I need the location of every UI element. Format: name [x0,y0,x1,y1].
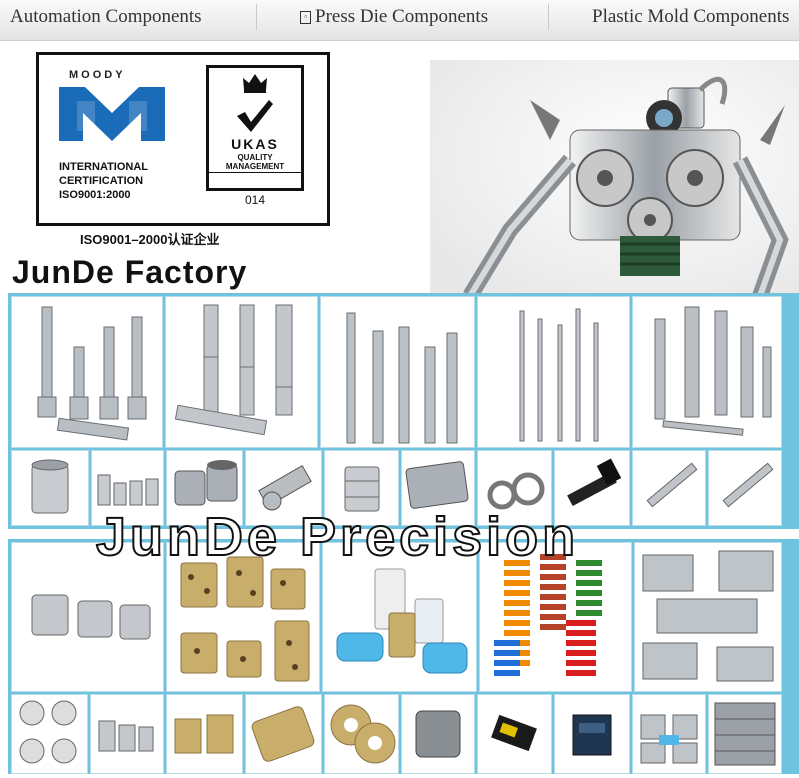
top-nav: Automation Components ▫ Press Die Compone… [0,0,799,41]
pin-image [646,462,698,508]
die-set-image [642,550,774,682]
oilless-bushing-image [180,556,310,682]
nav-plastic-mold-components[interactable]: Plastic Mold Components [592,6,790,27]
ukas-badge: UKAS QUALITY MANAGEMENT [206,65,304,191]
product-bolt[interactable] [554,450,630,526]
sleeve-image [98,720,154,752]
moody-logo [59,87,165,141]
product-bushing[interactable] [11,450,89,526]
brass-sleeve-image [251,706,315,762]
ukas-quality: QUALITY [237,153,273,162]
moody-line: CERTIFICATION [59,175,144,187]
product-wear-plate[interactable] [477,694,552,774]
product-pin-b[interactable] [708,450,782,526]
ukas-number: 014 [244,193,266,207]
mold-base-image [714,702,776,766]
product-rings[interactable] [477,450,552,526]
guide-pillar-image [37,306,147,441]
robot-illustration [430,60,799,296]
punch-image [654,306,772,436]
die-spring-image [494,554,602,676]
ukas-title: UKAS [231,136,279,152]
bushing-image [31,459,69,514]
bush-set-image [97,474,159,506]
ukas-management: MANAGEMENT [225,162,285,171]
nav-press-die-label: Press Die Components [315,6,489,27]
product-die-sets[interactable] [634,542,782,692]
product-date-stamps[interactable] [11,694,88,774]
moody-label: MOODY [69,69,126,81]
product-mold-base-b[interactable] [708,694,782,774]
ball-cage-image [336,568,468,674]
iso-caption: ISO9001–2000认证企业 [80,232,220,247]
roller-cage-image [405,461,469,509]
nav-divider [256,4,257,30]
lifter-unit-image [572,714,612,756]
product-punch-pins[interactable] [477,296,630,448]
mold-base-image [640,714,698,764]
locating-ring-image [174,460,238,506]
brass-bush-image [174,714,234,754]
checkmark-icon [237,100,273,132]
certification-box: MOODY INTERNATIONAL CERTIFICATION ISO900… [36,52,330,226]
guide-post-image [174,304,293,436]
product-lifter-unit[interactable] [554,694,630,774]
slide-unit-image [258,465,312,511]
bolt-image [567,458,622,507]
product-mold-base-a[interactable] [632,694,706,774]
product-ball-cages[interactable] [322,542,477,692]
product-guide-bushings[interactable] [11,542,164,692]
factory-title: JunDe Factory [12,254,248,290]
product-pin-a[interactable] [632,450,706,526]
thrust-washer-image [330,704,396,764]
product-sleeves[interactable] [90,694,164,774]
product-oilless-bushings[interactable] [166,542,320,692]
pin-image [722,462,774,508]
nav-divider [548,4,549,30]
product-slide-unit[interactable] [245,450,322,526]
nav-press-die-components[interactable]: ▫ Press Die Components [300,6,488,28]
product-guide-pillars[interactable] [11,296,163,448]
punch-pin-image [519,308,599,442]
wear-plate-image [491,714,537,752]
product-die-springs[interactable] [479,542,632,692]
ring-image [487,472,545,510]
nav-automation-components[interactable]: Automation Components [10,6,202,27]
product-roller-cage[interactable] [401,450,475,526]
ukas-divider [209,172,301,173]
guide-bushing-image [31,594,151,640]
moody-line: ISO9001:2000 [59,189,131,201]
product-brass-flange-bush[interactable] [166,694,243,774]
product-straight-bush[interactable] [324,450,399,526]
moody-line: INTERNATIONAL [59,161,149,173]
product-brass-sleeve[interactable] [245,694,322,774]
product-punches[interactable] [632,296,782,448]
product-thrust-washers[interactable] [324,694,399,774]
product-locating-rings[interactable] [166,450,243,526]
crown-icon [243,74,267,93]
watermark: JunDe Precision [95,506,580,568]
ejector-pin-image [346,312,458,444]
product-guide-posts[interactable] [165,296,318,448]
graphite-bush-image [415,710,461,758]
page-icon: ▫ [300,11,311,25]
product-graphite-bush[interactable] [401,694,475,774]
straight-bush-image [344,466,380,512]
product-bush-set[interactable] [91,450,164,526]
product-ejector-pins[interactable] [320,296,475,448]
date-stamp-image [19,700,77,764]
